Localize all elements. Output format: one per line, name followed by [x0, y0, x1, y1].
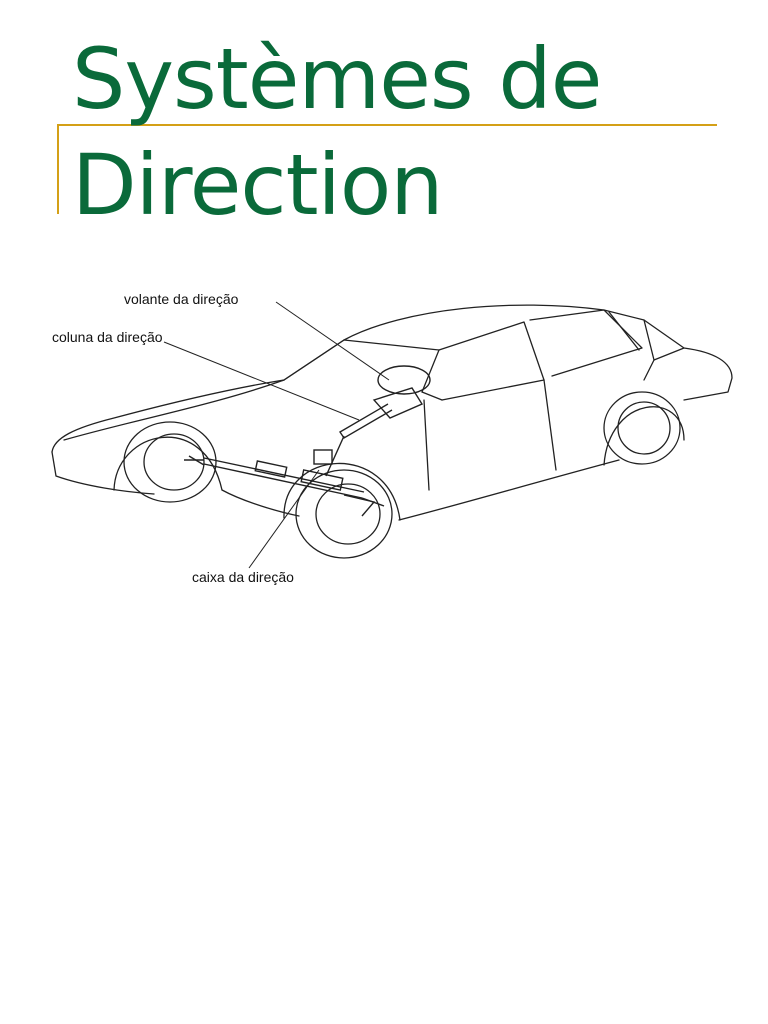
- slide-title-line-1: Systèmes de: [72, 30, 602, 128]
- label-steering-wheel: volante da direção: [124, 291, 239, 307]
- car-outline: [51, 304, 733, 559]
- car-steering-diagram: volante da direção coluna da direção cai…: [51, 291, 733, 585]
- title-rule-horizontal: [57, 124, 717, 126]
- slide-title: Systèmes de Direction: [72, 26, 712, 238]
- leader-lines: [163, 301, 390, 569]
- title-rule-vertical: [57, 124, 59, 214]
- car-steering-illustration: volante da direção coluna da direção cai…: [44, 280, 744, 600]
- label-steering-box: caixa da direção: [192, 569, 294, 585]
- slide-title-line-2: Direction: [72, 136, 443, 234]
- steering-parts: [184, 365, 431, 517]
- label-steering-column: coluna da direção: [52, 329, 163, 345]
- steering-wheel-icon: [377, 365, 431, 395]
